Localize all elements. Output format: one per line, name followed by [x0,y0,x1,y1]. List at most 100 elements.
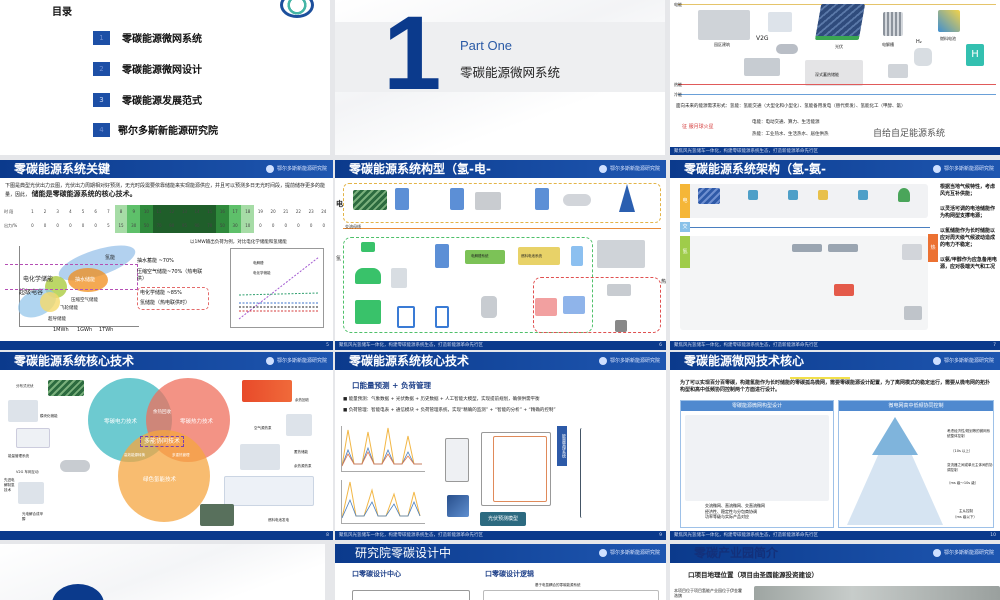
toc-number: 2 [93,61,110,76]
ashp-graphic [286,414,312,436]
bullet: 氢储能（热电联供时） [140,300,191,306]
self-sufficient: 自给自足能源系统 [873,129,946,139]
slide-3-energy-system[interactable]: 电能 园区建筑 V2G 光伏 电解槽 燃料电池 H₂ H 深式蓄热储能 热能 冷… [670,0,1000,155]
x-axis [19,326,139,327]
slide-5-h2-elec[interactable]: 零碳能源系统构型（氢-电-鄂尔多斯新能源研究院 电 氢 热 交流母线 电解槽系统… [335,160,666,350]
heat-tank-1 [535,298,557,316]
toc-number: 1 [93,30,110,45]
table-cell: 3 [56,209,59,214]
line-chart-svg [238,256,320,320]
controller-4 [435,244,449,268]
logo-icon [280,0,314,18]
toc-item-2[interactable]: 2 零碳能源微网设计 [93,61,202,76]
slide-6-h2-ammonia[interactable]: 零碳能源系统架构（氢-氨-鄂尔多斯新能源研究院 电 交 氢 热 根据当地气候特性… [670,160,1000,350]
legend-entry: 电化学储能 [253,271,271,275]
slide-2-part-one[interactable]: 1 Part One 零碳能源微网系统 [335,0,665,155]
toc-item-1[interactable]: 1 零碳能源微网系统 [93,30,202,45]
table-cell: 6 [94,209,97,214]
pv-graphic [814,4,866,40]
slide-title: 零碳产业园简介 [694,546,779,560]
table-cell: 20 [270,209,276,214]
table-cell: 17 [228,205,242,219]
slide-header: 零碳能源系统核心技术 鄂尔多斯新能源研究院 [0,352,333,370]
pv-model-button[interactable]: 光伏预测模型 [480,512,526,526]
pyramid-time: （ms 级以下） [953,515,977,519]
footer: 8 [0,531,333,540]
table-cell: 10 [140,205,153,219]
line-chart: 电解槽 电化学储能 [230,248,324,328]
pv-panel [447,495,469,517]
bullet-text: 负荷管理：智能电表 + 通信模块 + 负荷管理系统，实现“精确的监测” + “智… [348,408,556,413]
table-cell: 90 [190,219,204,233]
toc-item-3[interactable]: 3 零碳能源发展范式 [93,92,202,107]
table-cell: 21 [283,209,289,214]
panel-title: 微电网高中低频协同控制 [839,401,993,411]
slide-9-microgrid-core[interactable]: 零碳能源微网技术核心鄂尔多斯新能源研究院 为了可以实现百分百零碳，构建氢能作为长… [670,352,1000,540]
x-tick: 1MWh [53,327,69,333]
org-label: 鄂尔多斯新能源研究院 [266,352,327,370]
intro: 下图是典型光伏出力云图，光伏出力周期相对好预测，无光时段需要依靠储能来实现能源供… [5,183,326,198]
table-cell: 5 [107,223,110,228]
heat-zone [533,277,661,333]
pv-graphic [698,188,720,204]
row-label: 出力/% [4,223,18,228]
slide-1-toc[interactable]: 目录 1 零碳能源微网系统 2 零碳能源微网设计 3 零碳能源发展范式 4 鄂尔… [0,0,330,155]
bubble-label: 电化学储能 [23,276,54,283]
table-cell: 0 [259,223,262,228]
footer-text: 聚焦风光氢储车一体化，构建零碳能源系统生态，打造新能源革命先行区 [674,343,818,348]
heat-exchanger [834,284,854,296]
tech-label: 余热回收 [295,398,309,402]
overlap-label: 余热回收 [153,410,171,415]
electrolyzer [792,244,822,252]
efficiency-bullets: 抽水蓄能 ~70% 压缩空气储能~70%（热电联供） 电化学储能 ~85% 氢储… [137,258,209,310]
table-cell: 95 [178,219,191,233]
overlap-label: 多重热管理 [172,453,190,457]
big-number: 1 [383,0,442,112]
slide-header: 零碳能源系统构型（氢-电-鄂尔多斯新能源研究院 [335,160,666,178]
v2g-label: V2G [756,35,769,42]
slide-title: 零碳能源系统核心技术 [14,354,135,368]
circle-label: 零碳电力技术 [104,419,138,425]
subtitle: 口零碳设计逻辑 [485,570,534,578]
slide-4-key-storage[interactable]: 零碳能源系统关键鄂尔多斯新能源研究院 下图是典型光伏出力云图，光伏出力周期相对好… [0,160,333,350]
bullet-1: ■ 能量预测：气象数据 + 光伏数据 + 历史数据 + 人工智能大模型，实现提前… [343,397,540,402]
table-cell: 13 [178,205,191,219]
slide-11-design-center[interactable]: 研究院零碳设计中鄂尔多斯新能源研究院 口零碳设计中心 口零碳设计逻辑 基于电氢耦… [335,544,666,600]
page-number: 7 [993,343,996,348]
storage-station [475,192,501,210]
body-text: 本项目位于项目氢能产业园位于伊金霍洛旗 [674,588,742,598]
subtitle: 口零碳设计中心 [352,570,401,578]
side-label-elec: 电 [336,200,343,208]
drone [361,242,375,252]
slide-8-prediction[interactable]: 零碳能源系统核心技术鄂尔多斯新能源研究院 口能量预测 + 负荷管理 ■ 能量预测… [335,352,666,540]
table-cell: 12 [165,205,179,219]
y-axis [19,246,20,326]
ac-bus [690,227,930,228]
slide-header: 零碳产业园简介鄂尔多斯新能源研究院 [670,544,1000,563]
note: 以氨/甲醇作为应急备用电源，应对极端天气和工况 [940,257,997,270]
bubble-chart: 氢能 抽水储能 电化学储能 超级电容 压缩空气储能 飞轮储能 超导储能 1MWh… [5,238,140,337]
table-cell: 5 [81,209,85,214]
footer: 5 [0,341,333,350]
table-cell: 0 [31,223,34,228]
forecast-chart-1 [341,426,425,472]
slide-7-core-tech[interactable]: 零碳能源系统核心技术鄂尔多斯新能源研究院 零碳电力技术 零碳热力技术 绿色氢能技… [0,352,333,540]
storage [818,190,828,200]
design-thumb-1 [352,590,470,600]
note: 以氢储能作为长时储能以应对周天级气候波动造成的电力不稳定； [940,228,996,248]
band [335,22,665,92]
x-tick: 1TWh [99,327,114,333]
h2-station [435,306,449,328]
table-cell: 9 [127,205,141,219]
tech-label: 分布式光伏 [16,384,34,388]
slide-10-part-two[interactable] [0,544,325,600]
table-cell: 70 [152,219,166,233]
pyramid-top [872,417,918,455]
toc-item-4[interactable]: 4 鄂尔多斯新能源研究院 [93,122,218,137]
slide-12-industrial-park[interactable]: 零碳产业园简介鄂尔多斯新能源研究院 口项目地理位置（项目由圣圆能源投资建设） 本… [670,544,1000,600]
highlight: 储能是零碳能源系统的核心技术。 [31,190,137,198]
label-elec: 电能 [674,2,682,7]
slide-title: 研究院零碳设计中 [355,546,452,560]
